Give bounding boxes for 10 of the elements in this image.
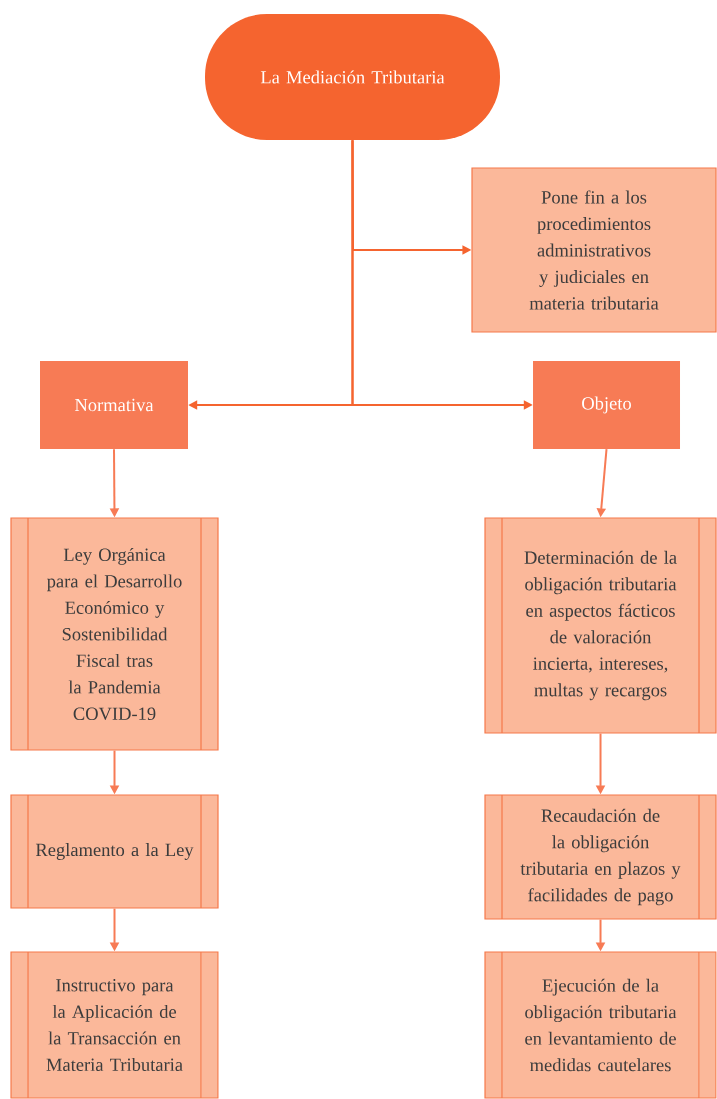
predefined-process-box: Instructivo para la Aplicación de la Transacción en Materia Tributaria [10,951,219,1099]
predefined-process-box: Reglamento a la Ley [10,794,219,909]
predefined-process-box: Recaudación de la obligación tributaria en plazos y facilidades de pago [484,794,717,920]
predefined-process-box: Determinación de la obligación tributaria en aspectos fácticos de valoración incierta, intereses, multas y recargos [484,517,717,734]
process-box: Pone fin a los procedimientos administrativos y judiciales en materia tributaria [471,167,717,333]
predefined-process-box: Ejecución de la obligación tributaria en levantamiento de medidas cautelares [484,951,717,1099]
process-box: Normativa [40,361,188,449]
process-box: Objeto [533,361,680,449]
start-terminal: La Mediación Tributaria [205,14,500,140]
predefined-process-box: Ley Orgánica para el Desarrollo Económico y Sostenibilidad Fiscal tras la Pandemia COVID-19 [10,517,219,751]
